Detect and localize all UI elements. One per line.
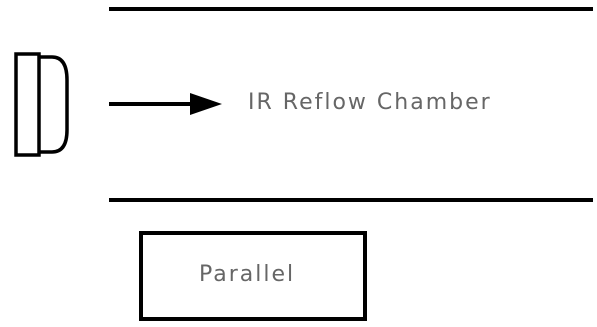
ir-heater-lamp-icon [14, 52, 69, 157]
chamber-label: IR Reflow Chamber [248, 90, 492, 115]
parallel-box [139, 231, 367, 321]
right-arrow-icon [109, 93, 222, 115]
parallel-label: Parallel [199, 262, 295, 287]
